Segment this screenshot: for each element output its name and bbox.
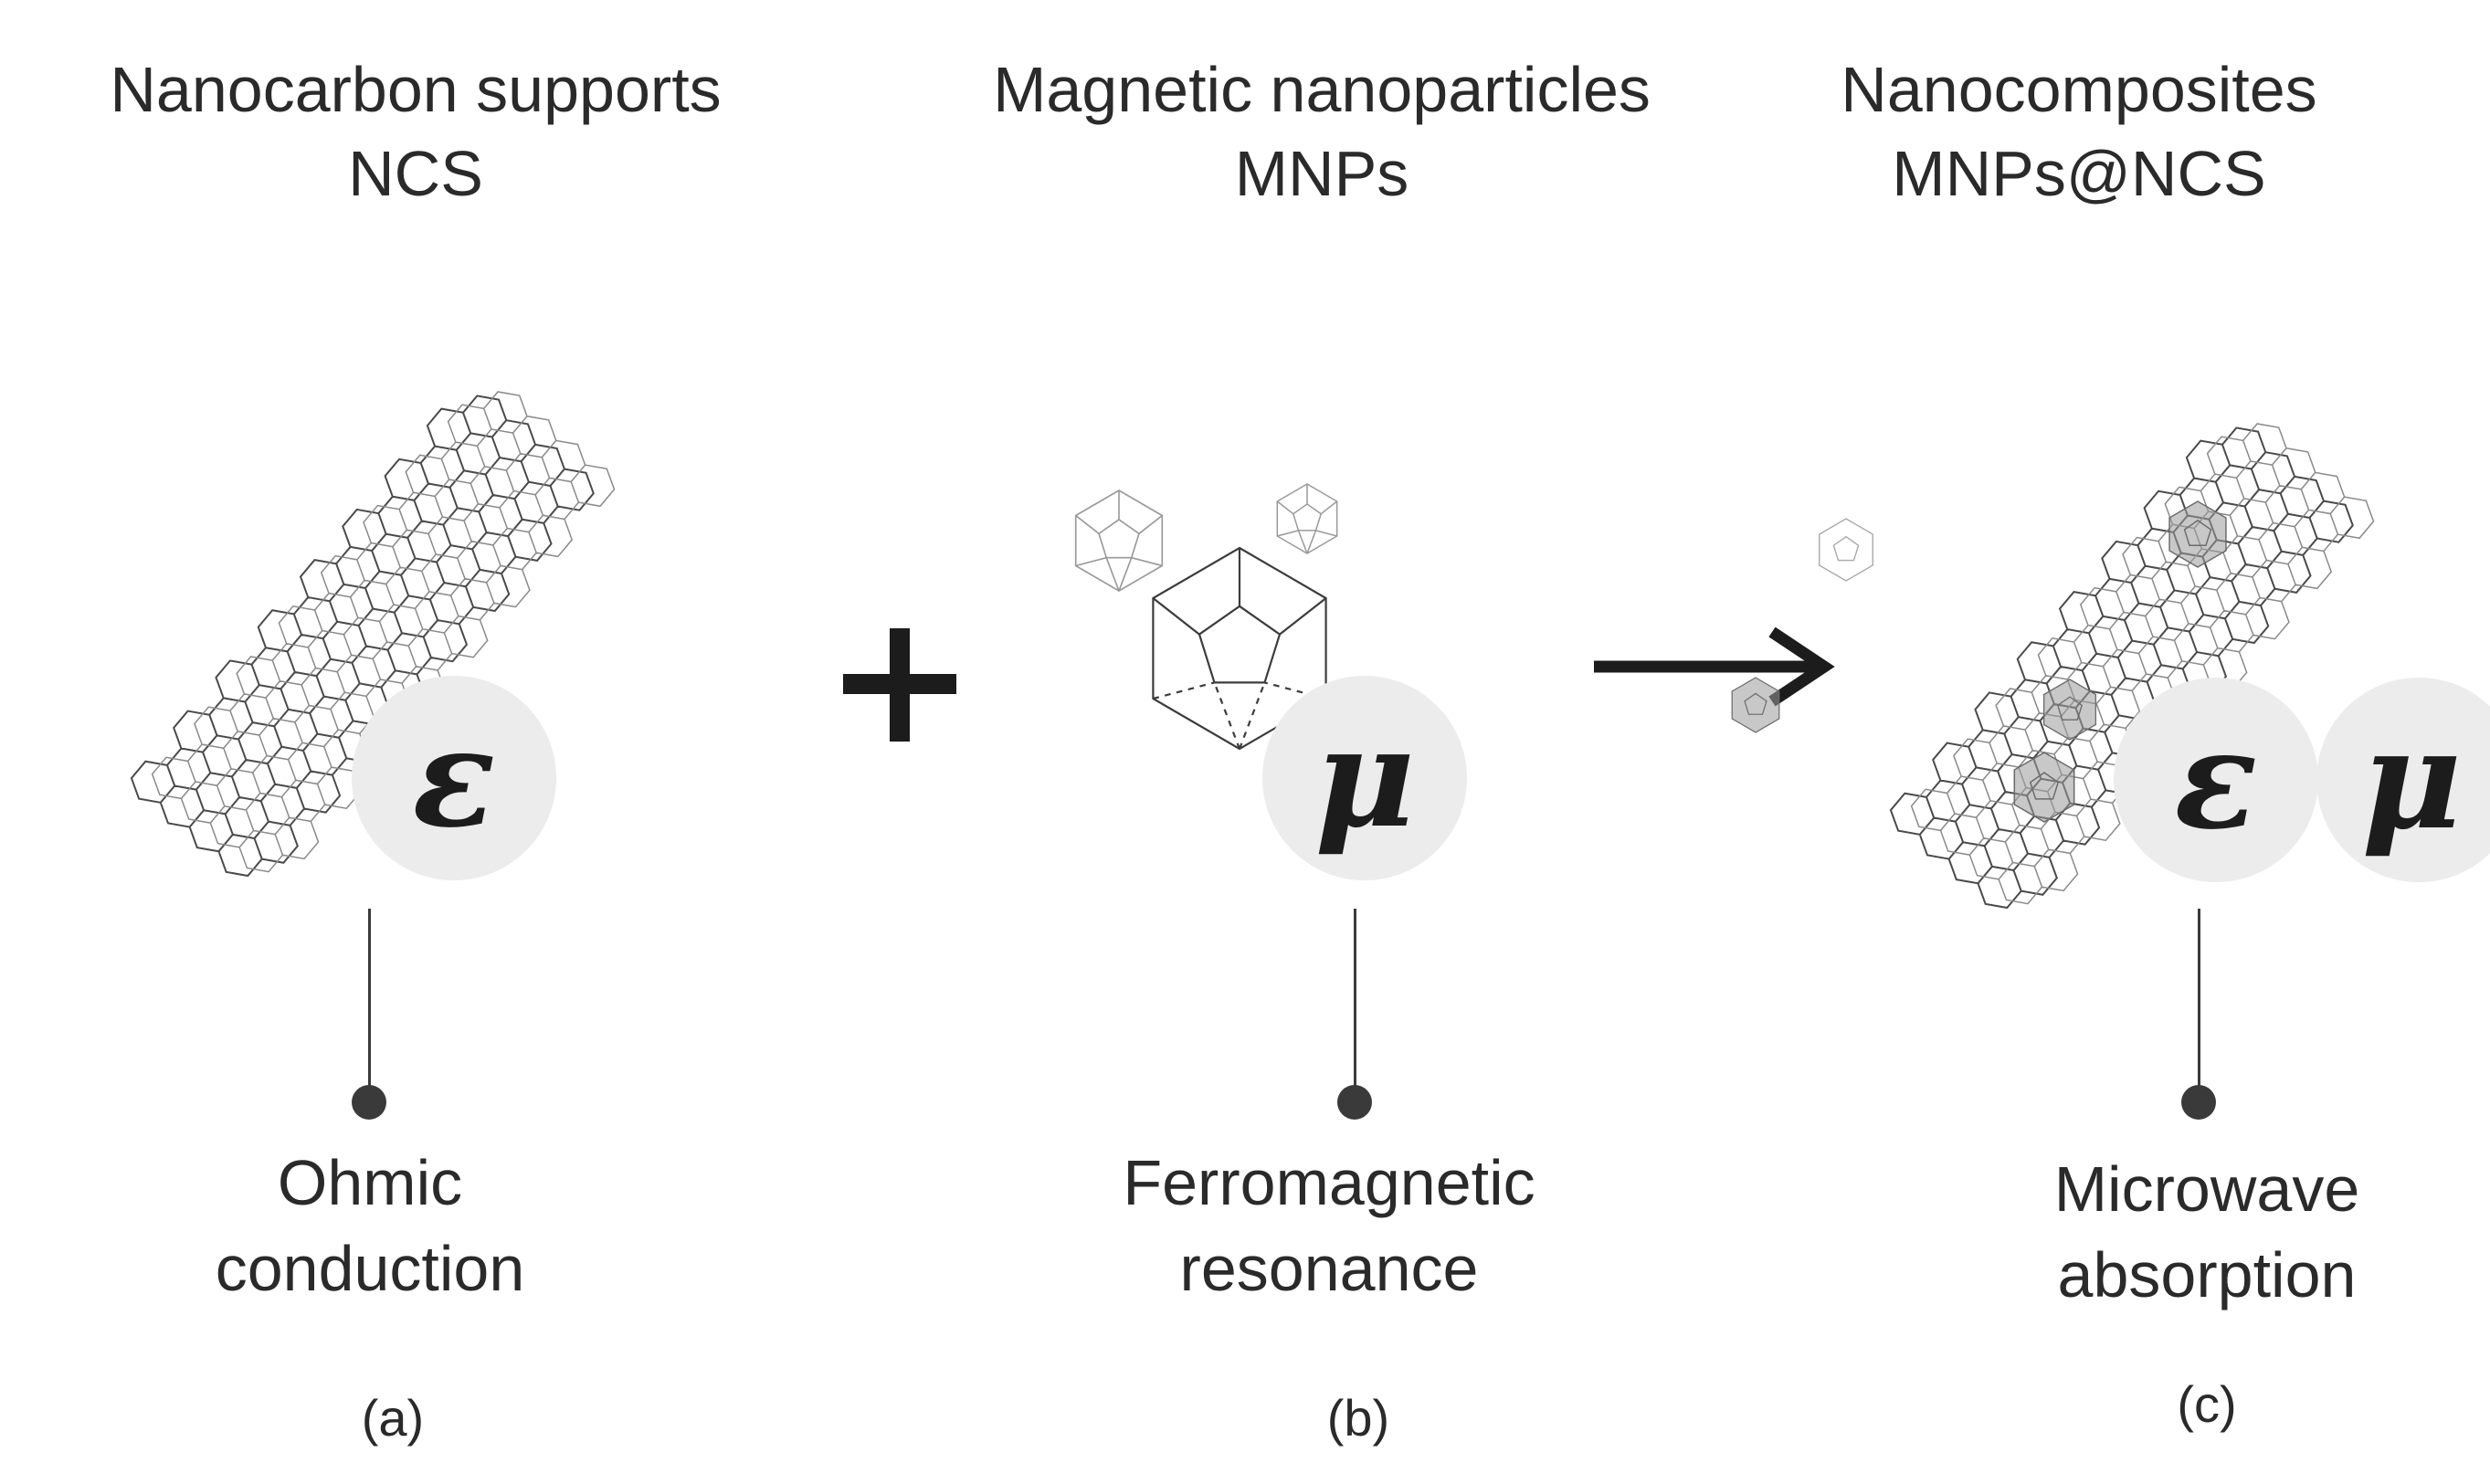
large-nanoparticle-icon	[1152, 546, 1327, 751]
panel-a-effect-line1: Ohmic	[277, 1147, 463, 1218]
mu-badge	[1262, 676, 1467, 880]
mu-symbol: μ	[2361, 700, 2462, 860]
nanotube-icon	[130, 391, 616, 878]
panel-a-title-line2: NCS	[348, 138, 483, 209]
panel-b: Magnetic nanoparticles MNPs	[911, 0, 1733, 1484]
epsilon-symbol: ε	[2174, 700, 2258, 860]
polyhedron-nanoparticles-icon	[1074, 483, 1338, 751]
epsilon-symbol: ε	[412, 698, 496, 858]
panel-b-title-line1: Magnetic nanoparticles	[993, 54, 1651, 125]
panel-b-effect-line2: resonance	[1179, 1233, 1479, 1304]
epsilon-badge	[352, 676, 556, 880]
panel-c-title-line1: Nanocomposites	[1841, 54, 2317, 125]
panel-b-effect-line1: Ferromagnetic	[1123, 1147, 1535, 1218]
plus-icon	[843, 628, 956, 742]
decorated-nanotube-icon	[1731, 423, 2375, 910]
panel-a-effect: Ohmic conduction	[0, 1140, 781, 1311]
small-nanoparticle-icon	[1074, 489, 1164, 592]
attached-nanoparticle-icon	[2042, 679, 2097, 741]
panel-b-title: Magnetic nanoparticles MNPs	[911, 47, 1733, 216]
panel-c-title: Nanocomposites MNPs@NCS	[1668, 47, 2490, 216]
hexagon-lattice-back	[151, 391, 616, 873]
panel-a: Nanocarbon supports NCS ε Ohmic conducti…	[5, 0, 827, 1484]
tiny-nanoparticle-icon	[1276, 483, 1338, 554]
panel-b-title-line2: MNPs	[1234, 138, 1409, 209]
connector-dot	[352, 1085, 386, 1120]
attached-nanoparticle-icon	[2168, 500, 2227, 568]
connector-dot	[1337, 1085, 1372, 1120]
panel-a-title: Nanocarbon supports NCS	[5, 47, 827, 216]
mu-symbol: μ	[1314, 698, 1415, 858]
connector-line	[2198, 909, 2200, 1091]
panel-c-effect-line1: Microwave	[2053, 1153, 2360, 1225]
panel-b-label: (b)	[1326, 1389, 1390, 1447]
panel-c-effect: Microwave absorption	[1796, 1146, 2490, 1318]
connector-line	[368, 909, 371, 1091]
panel-a-title-line1: Nanocarbon supports	[110, 54, 722, 125]
panel-c-title-line2: MNPs@NCS	[1892, 138, 2266, 209]
panel-a-label: (a)	[361, 1389, 425, 1447]
panel-a-effect-line2: conduction	[215, 1233, 525, 1304]
right-arrow-icon	[1594, 626, 1835, 707]
mu-badge	[2316, 678, 2490, 882]
connector-line	[1354, 909, 1356, 1091]
attached-nanoparticle-icon	[2013, 752, 2075, 823]
panel-c-label: (c)	[2177, 1375, 2237, 1433]
hexagon-lattice	[130, 395, 595, 878]
epsilon-badge	[2114, 678, 2318, 882]
attached-nanoparticle-icon	[1731, 677, 1780, 733]
connector-dot	[2181, 1085, 2216, 1120]
panel-c: Nanocomposites MNPs@NCS ε μ Microwave ab…	[1668, 0, 2490, 1484]
panel-b-effect: Ferromagnetic resonance	[918, 1140, 1740, 1311]
panel-c-effect-line2: absorption	[2057, 1239, 2357, 1310]
attached-nanoparticle-icon	[1819, 518, 1873, 582]
